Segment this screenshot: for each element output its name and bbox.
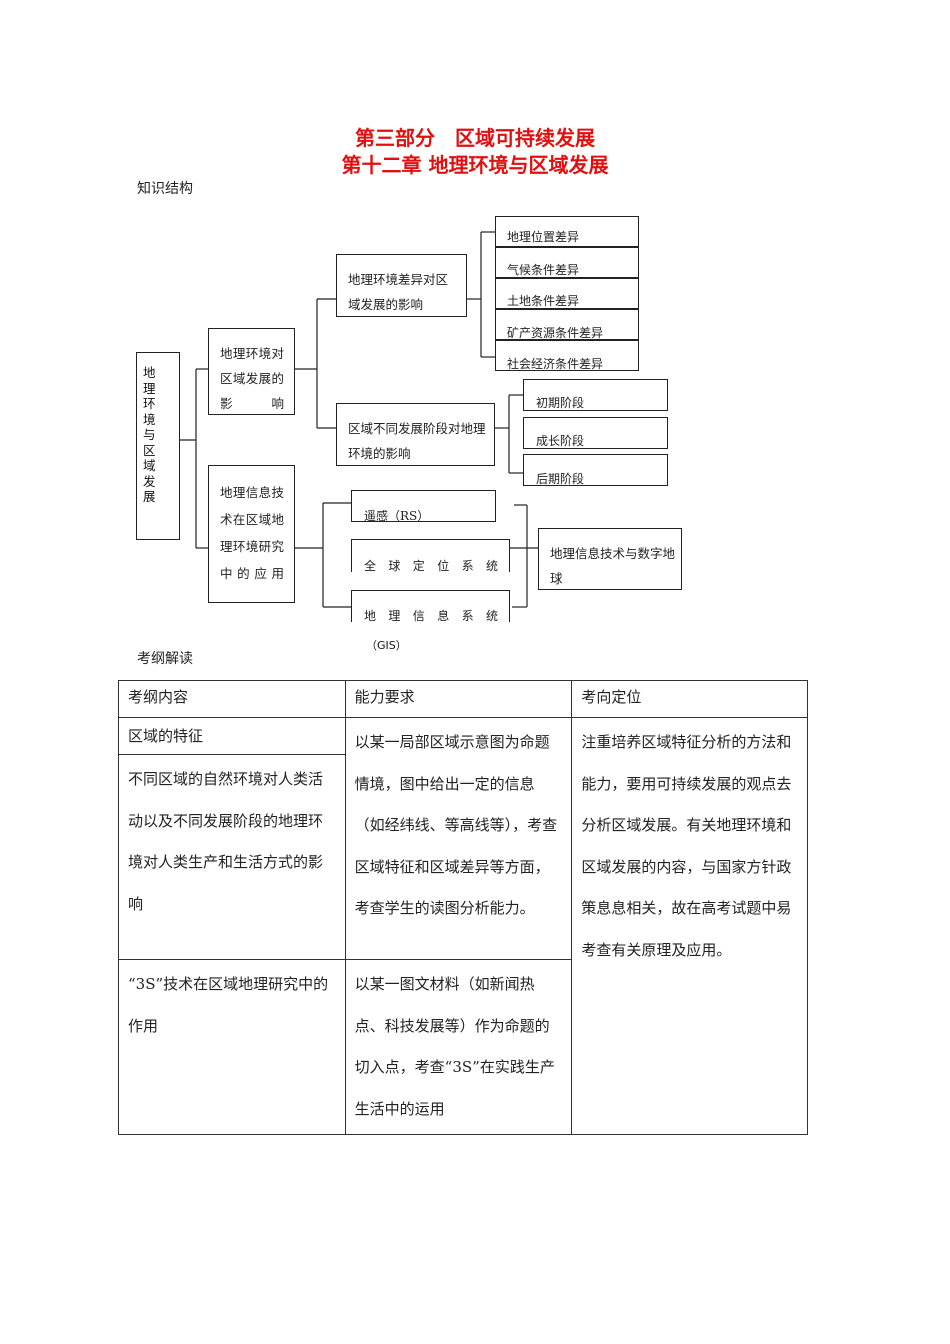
node-digital-earth-label: 地理信息技术与数字地球 [550,546,676,586]
stage-item-early: 初期阶段 [523,379,668,411]
root-node-label: 地理环境与区域发展 [143,365,156,504]
outline-table: 考纲内容 能力要求 考向定位 区域的特征 以某一局部区域示意图为命题情境，图中给… [118,680,808,1135]
node-geo-info-tech: 地理信息技术在区域地理环境研究中的应用 [208,465,295,603]
content-cell-3s-technology: “3S”技术在区域地理研究中的作用 [118,959,346,1135]
stage-item-late-label: 后期阶段 [536,472,585,486]
tech-item-gps: 全球定位系统 [351,539,510,573]
tech-item-rs-label: 遥感（RS） [364,509,430,523]
diff-item-mineral-label: 矿产资源条件差异 [507,326,604,340]
content-cell-environment-influence: 不同区域的自然环境对人类活动以及不同发展阶段的地理环境对人类生产和生活方式的影响 [118,754,346,960]
tech-item-rs: 遥感（RS） [351,490,496,523]
header-cell-ability: 能力要求 [344,680,573,718]
diff-item-land-label: 土地条件差异 [507,294,580,308]
diff-item-location-label: 地理位置差异 [507,230,580,244]
node-environment-impact-label: 地理环境对区域发展的影响 [220,346,284,411]
stage-item-growth-label: 成长阶段 [536,434,585,448]
orientation-cell: 注重培养区域特征分析的方法和能力，要用可持续发展的观点去分析区域发展。有关地理环… [571,717,808,1135]
table-row: 区域的特征 以某一局部区域示意图为命题情境，图中给出一定的信息（如经纬线、等高线… [118,717,808,1135]
ability-cell-2: 以某一图文材料（如新闻热点、科技发展等）作为命题的切入点，考查“3S”在实践生产… [344,959,573,1135]
diff-item-climate: 气候条件差异 [495,247,639,278]
header-cell-content: 考纲内容 [118,680,346,718]
node-environment-difference: 地理环境差异对区域发展的影响 [336,254,467,317]
outline-heading: 考纲解读 [137,651,193,667]
content-cell-region-features: 区域的特征 [118,717,346,755]
diff-item-mineral: 矿产资源条件差异 [495,309,639,340]
root-node: 地理环境与区域发展 [136,352,180,540]
table-header-row: 考纲内容 能力要求 考向定位 [118,680,808,718]
node-development-stages-label: 区域不同发展阶段对地理环境的影响 [348,421,486,461]
node-environment-impact: 地理环境对区域发展的影响 [208,328,295,415]
chapter-title: 第十二章 地理环境与区域发展 [341,153,609,177]
header-cell-orientation: 考向定位 [571,680,808,718]
tech-item-gis: 地理信息系统 [351,590,510,623]
tech-item-gps-label: 全球定位系统 [364,559,498,573]
part-title: 第三部分 区域可持续发展 [355,126,595,150]
tech-item-gis-label: 地理信息系统 [364,609,498,623]
diff-item-land: 土地条件差异 [495,278,639,309]
node-geo-info-tech-label: 地理信息技术在区域地理环境研究中的应用 [220,485,284,581]
gis-abbrev-label: （GIS） [366,639,407,652]
stage-item-early-label: 初期阶段 [536,396,585,410]
knowledge-structure-heading: 知识结构 [137,181,193,197]
diff-item-climate-label: 气候条件差异 [507,263,580,277]
stage-item-late: 后期阶段 [523,454,668,486]
stage-item-growth: 成长阶段 [523,417,668,449]
node-environment-difference-label: 地理环境差异对区域发展的影响 [348,272,449,312]
node-development-stages: 区域不同发展阶段对地理环境的影响 [336,403,495,466]
diff-item-location: 地理位置差异 [495,216,639,247]
diagram-connectors [179,231,538,608]
table-row: “3S”技术在区域地理研究中的作用 以某一图文材料（如新闻热点、科技发展等）作为… [118,959,808,1135]
ability-cell-1: 以某一局部区域示意图为命题情境，图中给出一定的信息（如经纬线、等高线等），考查区… [344,717,573,960]
diff-item-socioeconomic-label: 社会经济条件差异 [507,357,604,371]
diff-item-socioeconomic: 社会经济条件差异 [495,340,639,371]
node-digital-earth: 地理信息技术与数字地球 [538,528,682,590]
table-row: 不同区域的自然环境对人类活动以及不同发展阶段的地理环境对人类生产和生活方式的影响 [118,754,808,960]
